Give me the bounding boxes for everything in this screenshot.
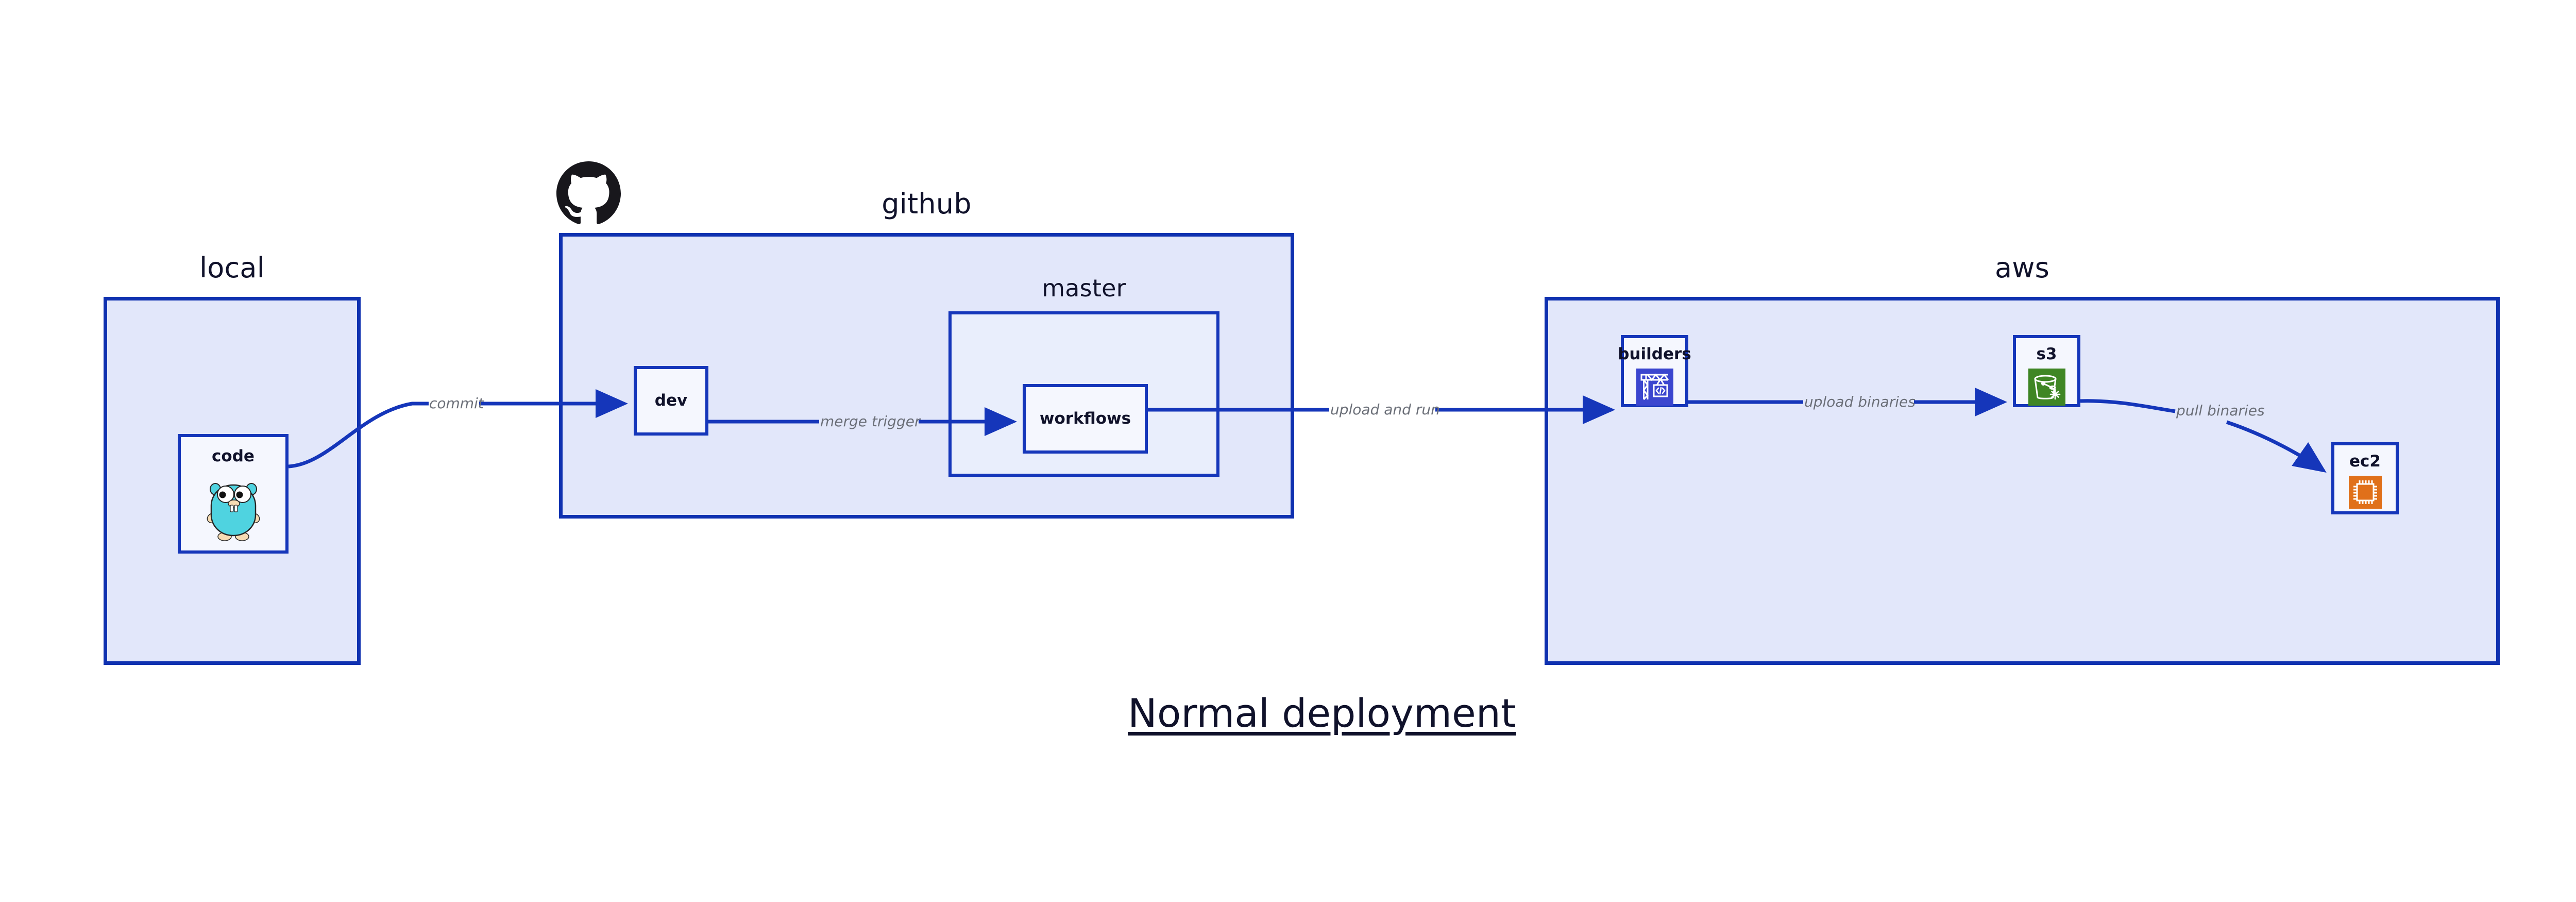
node-label-workflows: workflows [1039, 409, 1131, 428]
node-label-s3: s3 [2036, 345, 2057, 363]
edge-label-pull-binaries: pull binaries [2176, 402, 2265, 419]
aws-builders-crane-icon [1636, 369, 1673, 406]
node-label-code: code [212, 447, 255, 465]
aws-s3-bucket-icon [2028, 369, 2065, 406]
node-label-dev: dev [654, 391, 688, 410]
group-label-local: local [199, 252, 265, 284]
edge-label-upload-and-run: upload and run [1330, 401, 1440, 418]
node-code[interactable]: code [178, 434, 289, 554]
node-workflows[interactable]: workflows [1023, 384, 1148, 454]
github-mark-icon [556, 161, 621, 226]
aws-ec2-chip-icon [2348, 476, 2382, 509]
node-s3[interactable]: s3 [2013, 335, 2080, 407]
go-gopher-icon [205, 474, 262, 541]
node-dev[interactable]: dev [634, 366, 708, 436]
edge-label-upload-binaries: upload binaries [1804, 393, 1916, 410]
group-label-master: master [1042, 274, 1126, 302]
group-label-aws: aws [1995, 252, 2049, 284]
node-label-ec2: ec2 [2349, 452, 2381, 471]
edge-label-commit: commit [429, 395, 484, 412]
group-label-github: github [882, 188, 972, 220]
node-builders-visible[interactable]: builders [1618, 335, 1691, 407]
node-ec2[interactable]: ec2 [2331, 442, 2399, 514]
node-label-builders: builders [1618, 345, 1691, 363]
diagram-title: Normal deployment [1128, 690, 1516, 736]
edge-label-merge-trigger: merge trigger [820, 413, 921, 430]
